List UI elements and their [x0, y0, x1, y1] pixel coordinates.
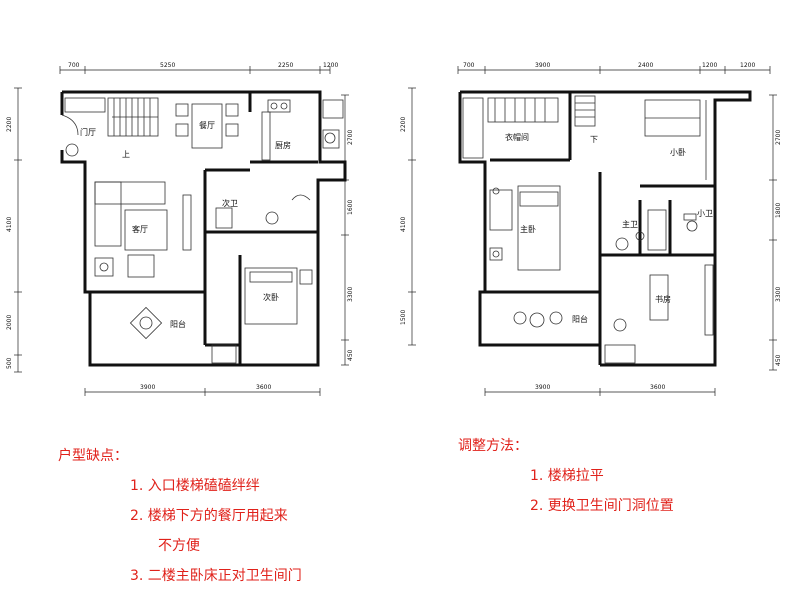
plan-right-right-dim: 1800 — [775, 203, 782, 218]
room-label-balcony-2: 阳台 — [572, 314, 588, 324]
plan-left-top-dim: 700 — [68, 62, 80, 69]
defect-item: 3. 二楼主卧床正对卫生间门 — [130, 568, 302, 584]
plan-left-right-dim: 1600 — [347, 200, 354, 215]
room-label-balcony: 阳台 — [170, 319, 186, 329]
defect-item: 2. 楼梯下方的餐厅用起来 — [130, 508, 288, 524]
plan-left-right-dim: 450 — [347, 349, 354, 361]
plan-right-top-dim: 1200 — [702, 62, 717, 69]
plan-right-right-dim: 450 — [775, 354, 782, 366]
plan-left-right-dim: 2700 — [347, 130, 354, 145]
plan-right-bottom-dim: 3600 — [650, 384, 665, 391]
plan-right-top-dim: 700 — [463, 62, 475, 69]
plan-right-left-dim: 2200 — [400, 117, 407, 132]
plan-left-furniture — [61, 97, 344, 364]
room-label-bed2: 次卧 — [263, 292, 279, 302]
plan-left-dimension-lines — [14, 66, 349, 396]
plan-left-left-dim: 500 — [6, 357, 13, 369]
plan-left-top-dim: 1200 — [323, 62, 338, 69]
plan-left-left-dim: 2000 — [6, 315, 13, 330]
plan-left-bottom-dim: 3900 — [140, 384, 155, 391]
room-label-dining: 餐厅 — [199, 121, 215, 130]
plan-left-bottom-dim: 3600 — [256, 384, 271, 391]
room-label-small-bath: 小卫 — [697, 209, 713, 218]
plan-left-walls — [60, 90, 347, 367]
room-label-study: 书房 — [655, 294, 671, 304]
plan-left-right-dim: 3300 — [347, 287, 354, 302]
room-label-small-bedroom: 小卧 — [670, 148, 686, 157]
plan-left-top-dim: 5250 — [160, 62, 175, 69]
plan-left: 700 5250 2250 1200 3900 3600 2200 4100 2… — [6, 62, 354, 396]
plan-left-top-dim: 2250 — [278, 62, 293, 69]
room-label-stair-down: 下 — [590, 135, 598, 144]
plan-right-right-dim: 3300 — [775, 287, 782, 302]
fix-item: 2. 更换卫生间门洞位置 — [530, 498, 674, 514]
plan-right-furniture — [462, 95, 714, 364]
plan-right-top-dim: 1200 — [740, 62, 755, 69]
plan-right-top-dim: 3900 — [535, 62, 550, 69]
plan-left-left-dim: 4100 — [6, 217, 13, 232]
plan-right-left-dim: 1500 — [400, 310, 407, 325]
room-label-foyer: 门厅 — [80, 127, 96, 137]
defect-item: 1. 入口楼梯磕磕绊绊 — [130, 478, 260, 494]
plan-right-dimension-lines — [408, 66, 777, 396]
plan-right-walls — [458, 90, 752, 367]
fix-title: 调整方法： — [458, 438, 528, 454]
room-label-bath2: 次卫 — [222, 198, 238, 208]
room-label-master-bedroom: 主卧 — [520, 224, 536, 234]
room-label-kitchen: 厨房 — [275, 140, 291, 150]
room-label-master-bath: 主卫 — [622, 219, 638, 229]
fix-item: 1. 楼梯拉平 — [530, 468, 604, 484]
plan-left-left-dim: 2200 — [6, 117, 13, 132]
defects-title: 户型缺点： — [58, 448, 128, 464]
plan-right: 700 3900 2400 1200 1200 3900 3600 2200 4… — [400, 62, 782, 396]
room-label-closet: 衣帽间 — [505, 132, 529, 142]
plan-right-left-dim: 4100 — [400, 217, 407, 232]
room-label-living: 客厅 — [132, 224, 148, 234]
floor-plans: 700 5250 2250 1200 3900 3600 2200 4100 2… — [6, 62, 782, 396]
plan-right-right-dim: 2700 — [775, 130, 782, 145]
plan-right-bottom-dim: 3900 — [535, 384, 550, 391]
defect-item: 不方便 — [158, 538, 200, 554]
plan-right-top-dim: 2400 — [638, 62, 653, 69]
room-label-stair-up: 上 — [122, 150, 130, 159]
